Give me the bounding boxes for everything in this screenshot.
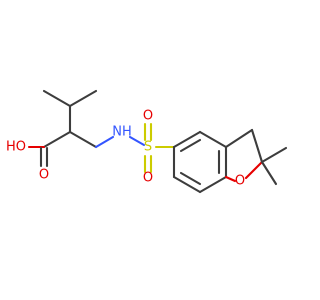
molecule-canvas: HO O NH S O O O xyxy=(5,89,288,194)
bond-ch2-cq xyxy=(250,128,264,164)
molecule-structure: HO O NH S O O O xyxy=(6,89,288,194)
bond-n-s xyxy=(128,135,146,147)
bond-oring-ring xyxy=(224,175,237,183)
atom-label-carbonyl-oxygen: O xyxy=(39,168,49,183)
atom-label-sulfonyl-oxygen-bottom: O xyxy=(143,171,153,186)
atom-label-nh: NH xyxy=(112,125,132,140)
bond-ring-2 xyxy=(198,130,228,149)
bond-ring-inner-3 xyxy=(179,171,202,186)
atom-label-sulfur: S xyxy=(144,140,152,155)
bond-c1-c2 xyxy=(42,89,72,108)
atom-label-ho: HO xyxy=(6,140,26,155)
atom-label-sulfonyl-oxygen-top: O xyxy=(143,109,153,124)
bond-cq-me2 xyxy=(260,160,278,186)
bond-ring-4 xyxy=(198,175,228,194)
bond-calpha-ch2 xyxy=(68,130,98,149)
bond-calpha-ccooh xyxy=(42,130,72,149)
bond-cq-me1 xyxy=(260,146,288,164)
bond-ring-5 xyxy=(172,175,202,194)
atom-label-ring-oxygen: O xyxy=(235,174,245,189)
bond-ring-1 xyxy=(172,130,202,149)
bond-ring-inner-1 xyxy=(179,138,202,153)
bond-cq-oring xyxy=(244,160,264,180)
bond-c2-c3 xyxy=(68,89,98,108)
bond-ch2-n xyxy=(94,135,115,149)
bond-ring-ch2 xyxy=(224,128,254,149)
